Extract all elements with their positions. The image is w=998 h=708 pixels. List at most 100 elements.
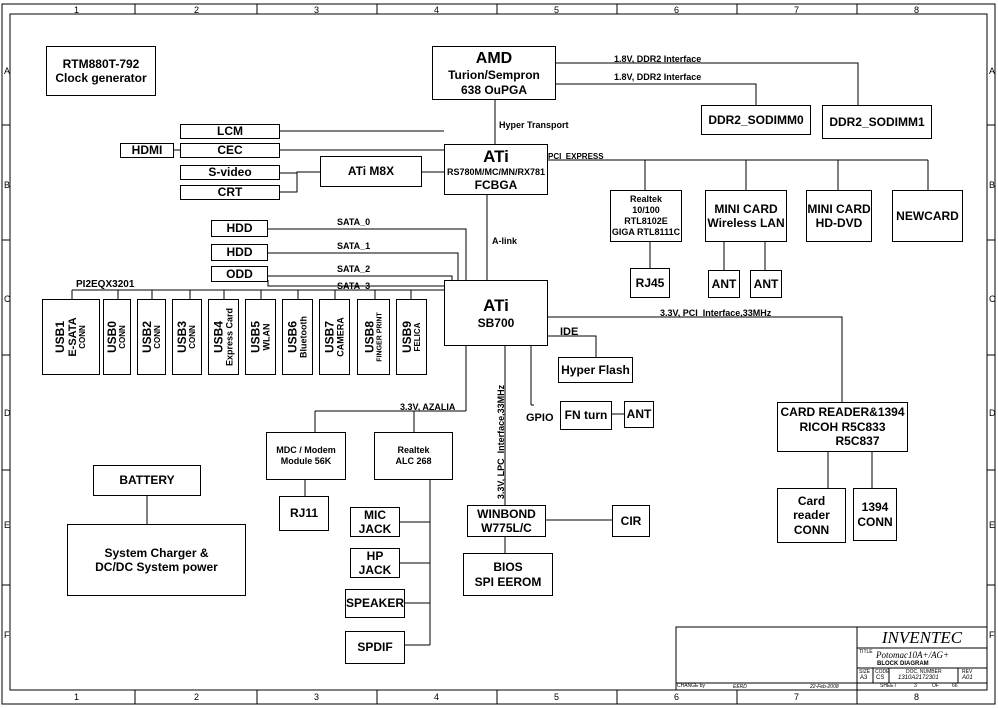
nb-package: FCBGA [474,177,518,192]
winbond-ec-box: WINBOND W775L/C [467,505,546,537]
col-label-bottom-4: 4 [434,692,440,702]
col-label-8: 8 [914,5,920,15]
card-reader-conn-title: Card reader [793,493,830,523]
tb-code-label: CODE [875,669,890,675]
hdd2-label: HDD [226,245,253,260]
hdd1-label: HDD [226,221,253,236]
ec-model: W775L/C [481,521,532,535]
sata2-label: SATA_2 [337,264,371,274]
usb9-desc: FELICA [412,322,422,352]
pci-express-label: PCI_EXPRESS [548,152,604,161]
svideo-label: S-video [208,165,252,180]
usb5-label: USB5 [247,320,262,354]
lan-100m: 10/100 RTL8102E [624,205,668,226]
southbridge-box: ATi SB700 [444,280,548,346]
lcm-label: LCM [217,124,243,139]
cpu-socket: 638 OuPGA [460,82,528,97]
a-link-label: A-link [492,236,518,246]
bios-box: BIOS SPI EEROM [463,553,553,596]
usb3-desc: CONN [188,325,198,349]
minicard-wlan-title: MINI CARD [714,201,778,216]
card-reader-conn-box: Card reader CONN [777,488,846,543]
cir-box: CIR [612,505,650,537]
col-label-bottom-2: 2 [194,692,200,702]
rj11-label: RJ11 [289,506,319,521]
hyper-flash-box: Hyper Flash [558,357,633,383]
usb4-label: USB4 [210,321,225,354]
sata1-label: SATA_1 [337,241,371,251]
hp-jack-label: JACK [358,563,392,577]
col-label-2: 2 [194,5,200,15]
col-label-bottom-6: 6 [674,692,680,702]
battery-box: BATTERY [93,465,201,496]
wlan-ant1-label: ANT [711,276,737,291]
nb-model: RS780M/MC/MN/RX781 [446,167,546,178]
ddr-sodimm1-label: DDR2_SODIMM1 [829,114,925,129]
gpu-box: ATi M8X [320,156,422,187]
usb7-desc: CAMERA [335,317,346,357]
col-label-bottom-1: 1 [74,692,80,702]
col-label-1: 1 [74,5,80,15]
tb-rev-label: REV [962,669,973,675]
modem-title: MDC / Modem [276,445,336,456]
codec-vendor: Realtek [397,445,430,456]
minicard-wlan-box: MINI CARD Wireless LAN [705,190,787,242]
rj45-box: RJ45 [630,268,670,298]
hdd1-box: HDD [211,220,268,237]
usb6-desc: Bluetooth [298,316,309,358]
rj11-box: RJ11 [279,496,329,531]
usb2-desc: CONN [152,325,162,349]
hyper-flash-label: Hyper Flash [561,362,630,377]
hp-jack-box: HP JACK [350,548,400,578]
cpu-box: AMD Turion/Sempron 638 OuPGA [432,46,556,100]
odd-box: ODD [211,266,268,282]
row-label-d-right: D [989,408,996,418]
card-reader-chip2: R5C837 [835,434,880,449]
minicard-hddvd-box: MINI CARD HD-DVD [806,190,872,242]
ieee1394-conn-label: CONN [857,514,893,529]
pci-bus-label: 3.3V, PCI_Interface,33MHz [660,308,772,318]
tb-of-value: 66 [952,683,958,689]
wlan-ant2-label: ANT [753,276,779,291]
realtek-lan-box: Realtek 10/100 RTL8102E GIGA RTL8111C [610,190,682,242]
sb-model: SB700 [477,316,515,330]
newcard-box: NEWCARD [892,190,963,242]
tb-change-label: CHANGE by [677,683,706,689]
ddr-sodimm0-box: DDR2_SODIMM0 [701,105,811,135]
spdif-label: SPDIF [357,640,393,655]
lan-vendor: Realtek [629,194,663,205]
row-label-b: B [4,180,11,190]
charger-title: System Charger & [104,545,209,560]
col-label-5: 5 [554,5,560,15]
tb-sheet-value: 3 [914,683,917,689]
hdmi-box: HDMI [120,143,174,158]
hyper-transport-label: Hyper Transport [499,120,569,130]
usb0-desc: CONN [118,325,128,349]
tb-doc-label: DOC. NUMBER [906,669,942,675]
hdd2-box: HDD [211,244,268,261]
row-label-b-right: B [989,180,996,190]
mic-jack-box: MIC JACK [350,507,400,537]
cec-box: CEC [180,143,280,158]
card-reader-chip1: RICOH R5C833 [799,419,886,434]
sata3-label: SATA_3 [337,281,371,291]
minicard-hddvd-label: HD-DVD [815,216,863,230]
cpu-family: Turion/Sempron [448,68,540,83]
usb6-label: USB6 [284,321,299,354]
wlan-ant2-box: ANT [750,270,782,298]
northbridge-box: ATi RS780M/MC/MN/RX781 FCBGA [444,144,548,195]
usb7-label: USB7 [321,321,336,354]
clock-generator-box: RTM880T-792 Clock generator [46,46,156,96]
row-label-f-right: F [989,630,995,640]
usb1-label: USB1 [52,321,67,354]
clock-gen-part: RTM880T-792 [62,56,140,71]
